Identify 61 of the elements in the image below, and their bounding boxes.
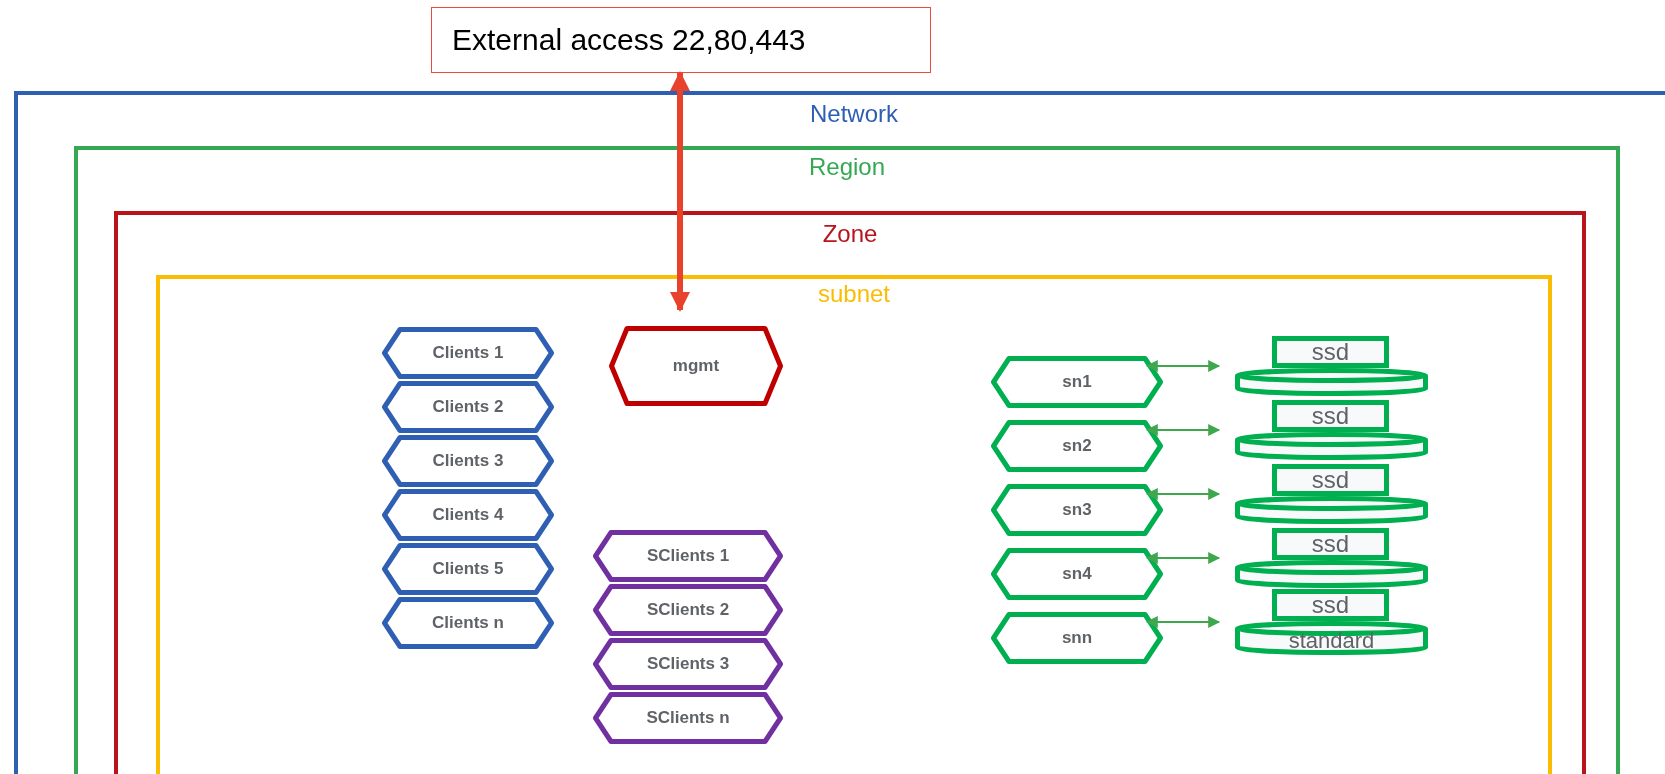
ssd-box: [1272, 589, 1389, 621]
node-label: Clients 4: [432, 505, 504, 525]
disk-label: ssd: [1311, 593, 1350, 617]
node-label: SClients n: [646, 708, 730, 728]
frame-label: Region: [808, 154, 886, 181]
disk-cylinder: [1235, 432, 1428, 460]
hexagon-node: [593, 692, 783, 744]
node-label: Clients 2: [432, 397, 504, 417]
frame-label: Zone: [822, 221, 878, 248]
node-label: Clients n: [432, 613, 504, 633]
hexagon-node: [991, 356, 1163, 408]
node-label: sn3: [1062, 500, 1092, 520]
access-box: [431, 7, 931, 73]
hexagon-node: [382, 543, 554, 595]
hexagon-node: [593, 584, 783, 636]
disk-label: standard: [1288, 630, 1375, 652]
node-label: Clients 5: [432, 559, 504, 579]
double-arrow: [1145, 424, 1221, 436]
hexagon-node: [991, 420, 1163, 472]
node-label: mgmt: [672, 356, 720, 376]
disk-cylinder: [1235, 621, 1428, 655]
hexagon-node: [593, 638, 783, 690]
hexagon-node: [382, 381, 554, 433]
disk-cylinder: [1235, 496, 1428, 524]
node-label: sn2: [1062, 436, 1092, 456]
hexagon-node: [382, 489, 554, 541]
hexagon-node: [991, 612, 1163, 664]
double-arrow: [670, 71, 690, 312]
disk-label: ssd: [1311, 532, 1350, 556]
hexagon-node: [382, 597, 554, 649]
ssd-box: [1272, 336, 1389, 368]
hexagon-node: [593, 530, 783, 582]
disk-label: ssd: [1311, 340, 1350, 364]
hexagon-node: [609, 326, 783, 406]
ssd-box: [1272, 400, 1389, 432]
double-arrow: [1145, 616, 1221, 628]
ssd-box: [1272, 528, 1389, 560]
node-label: Clients 3: [432, 451, 504, 471]
hexagon-node: [382, 435, 554, 487]
node-label: SClients 2: [646, 600, 730, 620]
node-label: SClients 1: [646, 546, 730, 566]
access-label: External access 22,80,443: [452, 23, 806, 57]
node-label: sn4: [1062, 564, 1092, 584]
disk-label: ssd: [1311, 404, 1350, 428]
hexagon-node: [991, 484, 1163, 536]
disk-cylinder: [1235, 560, 1428, 588]
node-label: sn1: [1062, 372, 1092, 392]
hexagon-node: [382, 327, 554, 379]
double-arrow: [1145, 552, 1221, 564]
node-label: snn: [1061, 628, 1093, 648]
subnet-frame: [156, 275, 1552, 774]
disk-cylinder: [1235, 368, 1428, 396]
node-label: Clients 1: [432, 343, 504, 363]
frame-label: Network: [810, 101, 898, 128]
ssd-box: [1272, 464, 1389, 496]
frame-label: subnet: [817, 281, 891, 308]
hexagon-node: [991, 548, 1163, 600]
node-label: SClients 3: [646, 654, 730, 674]
double-arrow: [1145, 488, 1221, 500]
disk-label: ssd: [1311, 468, 1350, 492]
double-arrow: [1145, 360, 1221, 372]
